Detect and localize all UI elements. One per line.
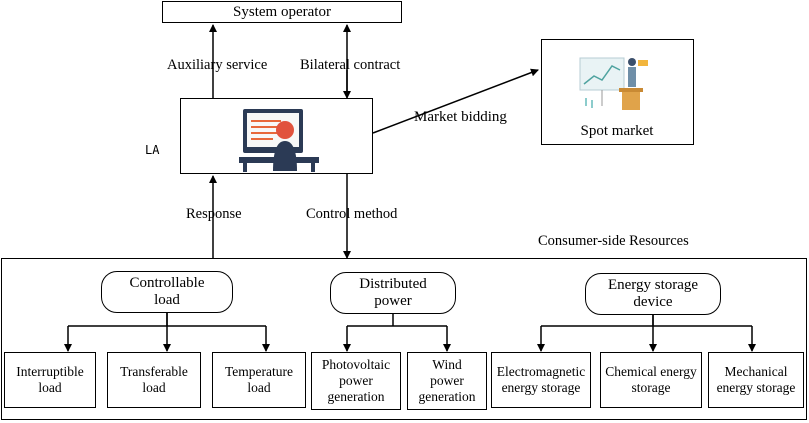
la-box <box>180 98 373 174</box>
system-operator-label: System operator <box>233 4 331 20</box>
group-controllable-load-title: Controllable load <box>129 275 205 308</box>
control-method-label: Control method <box>306 206 398 222</box>
group-energy-storage-title: Energy storage device <box>607 277 699 310</box>
leaf-photovoltaic-power-generation: Photovoltaic power generation <box>311 352 401 410</box>
bilateral-contract-label: Bilateral contract <box>300 57 401 73</box>
leaf-transferable-load: Transferable load <box>107 352 201 408</box>
arrow-market-bidding <box>372 68 539 134</box>
response-label: Response <box>186 206 242 222</box>
leaf-chemical-energy-storage: Chemical energy storage <box>600 352 702 408</box>
desktop-user-icon <box>239 109 319 172</box>
group-energy-storage: Energy storage device <box>585 273 721 315</box>
consumer-side-frame <box>1 258 807 420</box>
leaf-interruptible-load: Interruptible load <box>4 352 96 408</box>
leaf-temperature-load: Temperature load <box>212 352 306 408</box>
spot-market-label: Spot market <box>580 123 654 139</box>
la-label: LA <box>145 143 160 157</box>
leaf-mechanical-energy-storage: Mechanical energy storage <box>708 352 804 408</box>
spot-market-box: Spot market <box>541 39 694 145</box>
leaf-electromagnetic-energy-storage: Electromagnetic energy storage <box>491 352 591 408</box>
leaf-wind-power-generation: Wind power generation <box>407 352 487 410</box>
group-distributed-power: Distributed power <box>330 272 456 314</box>
system-operator-box: System operator <box>162 1 402 23</box>
consumer-side-label: Consumer-side Resources <box>538 233 689 249</box>
presenter-chart-icon <box>579 57 648 110</box>
group-controllable-load: Controllable load <box>101 271 233 313</box>
auxiliary-service-label: Auxiliary service <box>167 57 268 73</box>
group-distributed-power-title: Distributed power <box>359 276 427 309</box>
market-bidding-label: Market bidding <box>414 109 507 125</box>
